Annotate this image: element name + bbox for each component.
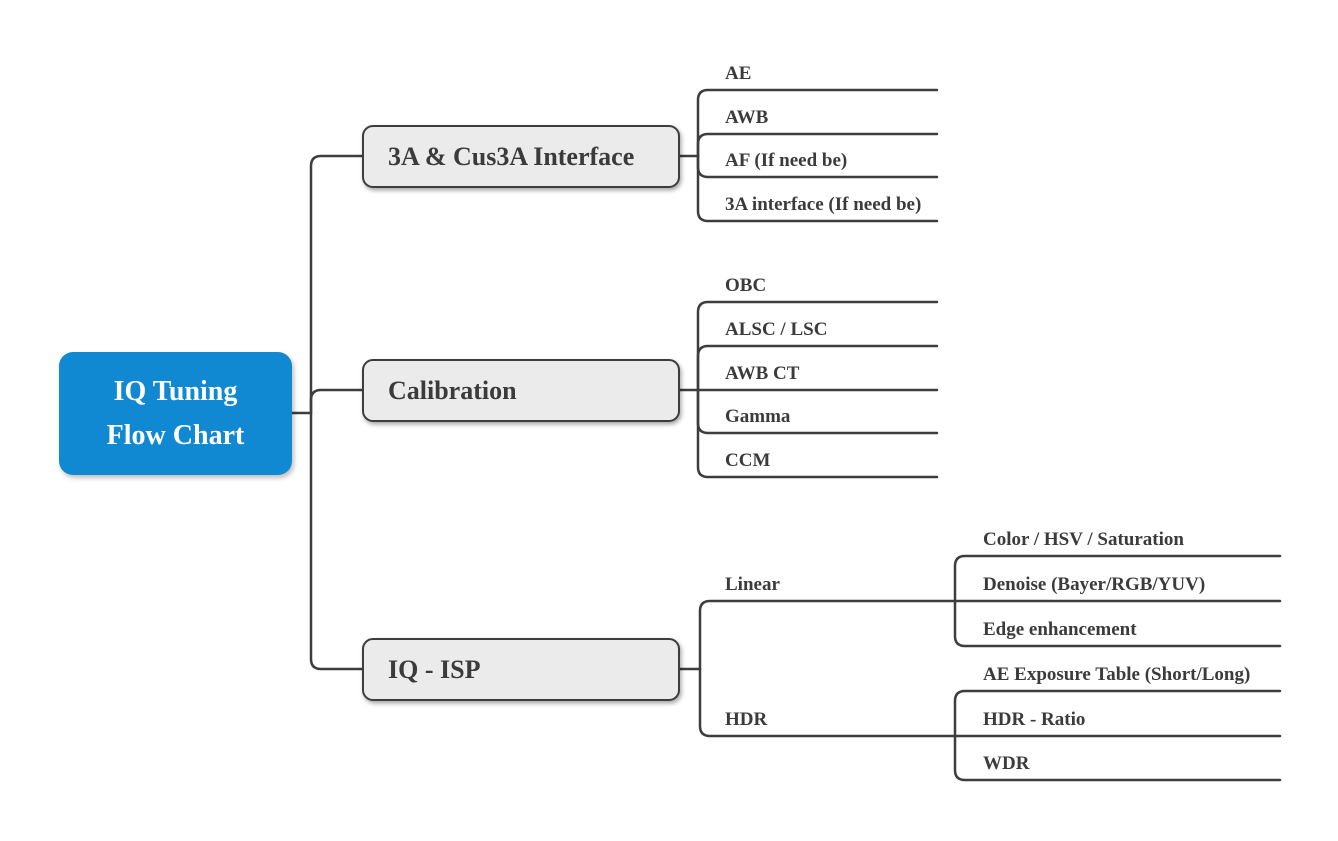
leaf-denoise-bayer-rgb-yuv[interactable]: Denoise (Bayer/RGB/YUV) bbox=[983, 574, 1206, 595]
root-node[interactable]: IQ Tuning Flow Chart bbox=[59, 352, 292, 475]
subbranch-hdr[interactable]: HDR bbox=[725, 709, 768, 730]
subbranch-linear[interactable]: Linear bbox=[725, 574, 780, 595]
leaf-3a-interface-if-need-be[interactable]: 3A interface (If need be) bbox=[725, 194, 922, 215]
leaf-awb-ct[interactable]: AWB CT bbox=[725, 363, 800, 384]
leaf-wdr[interactable]: WDR bbox=[983, 753, 1030, 774]
leaf-color-hsv-saturation[interactable]: Color / HSV / Saturation bbox=[983, 529, 1184, 550]
leaf-af-if-need-be[interactable]: AF (If need be) bbox=[725, 150, 848, 171]
leaf-edge-enhancement[interactable]: Edge enhancement bbox=[983, 619, 1137, 640]
branch-node-calibration[interactable]: Calibration bbox=[362, 359, 680, 422]
leaf-alsc-lsc[interactable]: ALSC / LSC bbox=[725, 319, 828, 340]
branch-node-3a-cus3a-interface[interactable]: 3A & Cus3A Interface bbox=[362, 125, 680, 188]
leaf-ae[interactable]: AE bbox=[725, 63, 752, 84]
leaf-ccm[interactable]: CCM bbox=[725, 450, 771, 471]
leaf-awb[interactable]: AWB bbox=[725, 107, 769, 128]
leaf-ae-exposure-table-short-long[interactable]: AE Exposure Table (Short/Long) bbox=[983, 664, 1251, 685]
leaf-obc[interactable]: OBC bbox=[725, 275, 767, 296]
leaf-gamma[interactable]: Gamma bbox=[725, 406, 791, 427]
branch-node-iq-isp[interactable]: IQ - ISP bbox=[362, 638, 680, 701]
root-node-label: IQ Tuning Flow Chart bbox=[106, 376, 245, 451]
leaf-hdr-ratio[interactable]: HDR - Ratio bbox=[983, 709, 1086, 730]
